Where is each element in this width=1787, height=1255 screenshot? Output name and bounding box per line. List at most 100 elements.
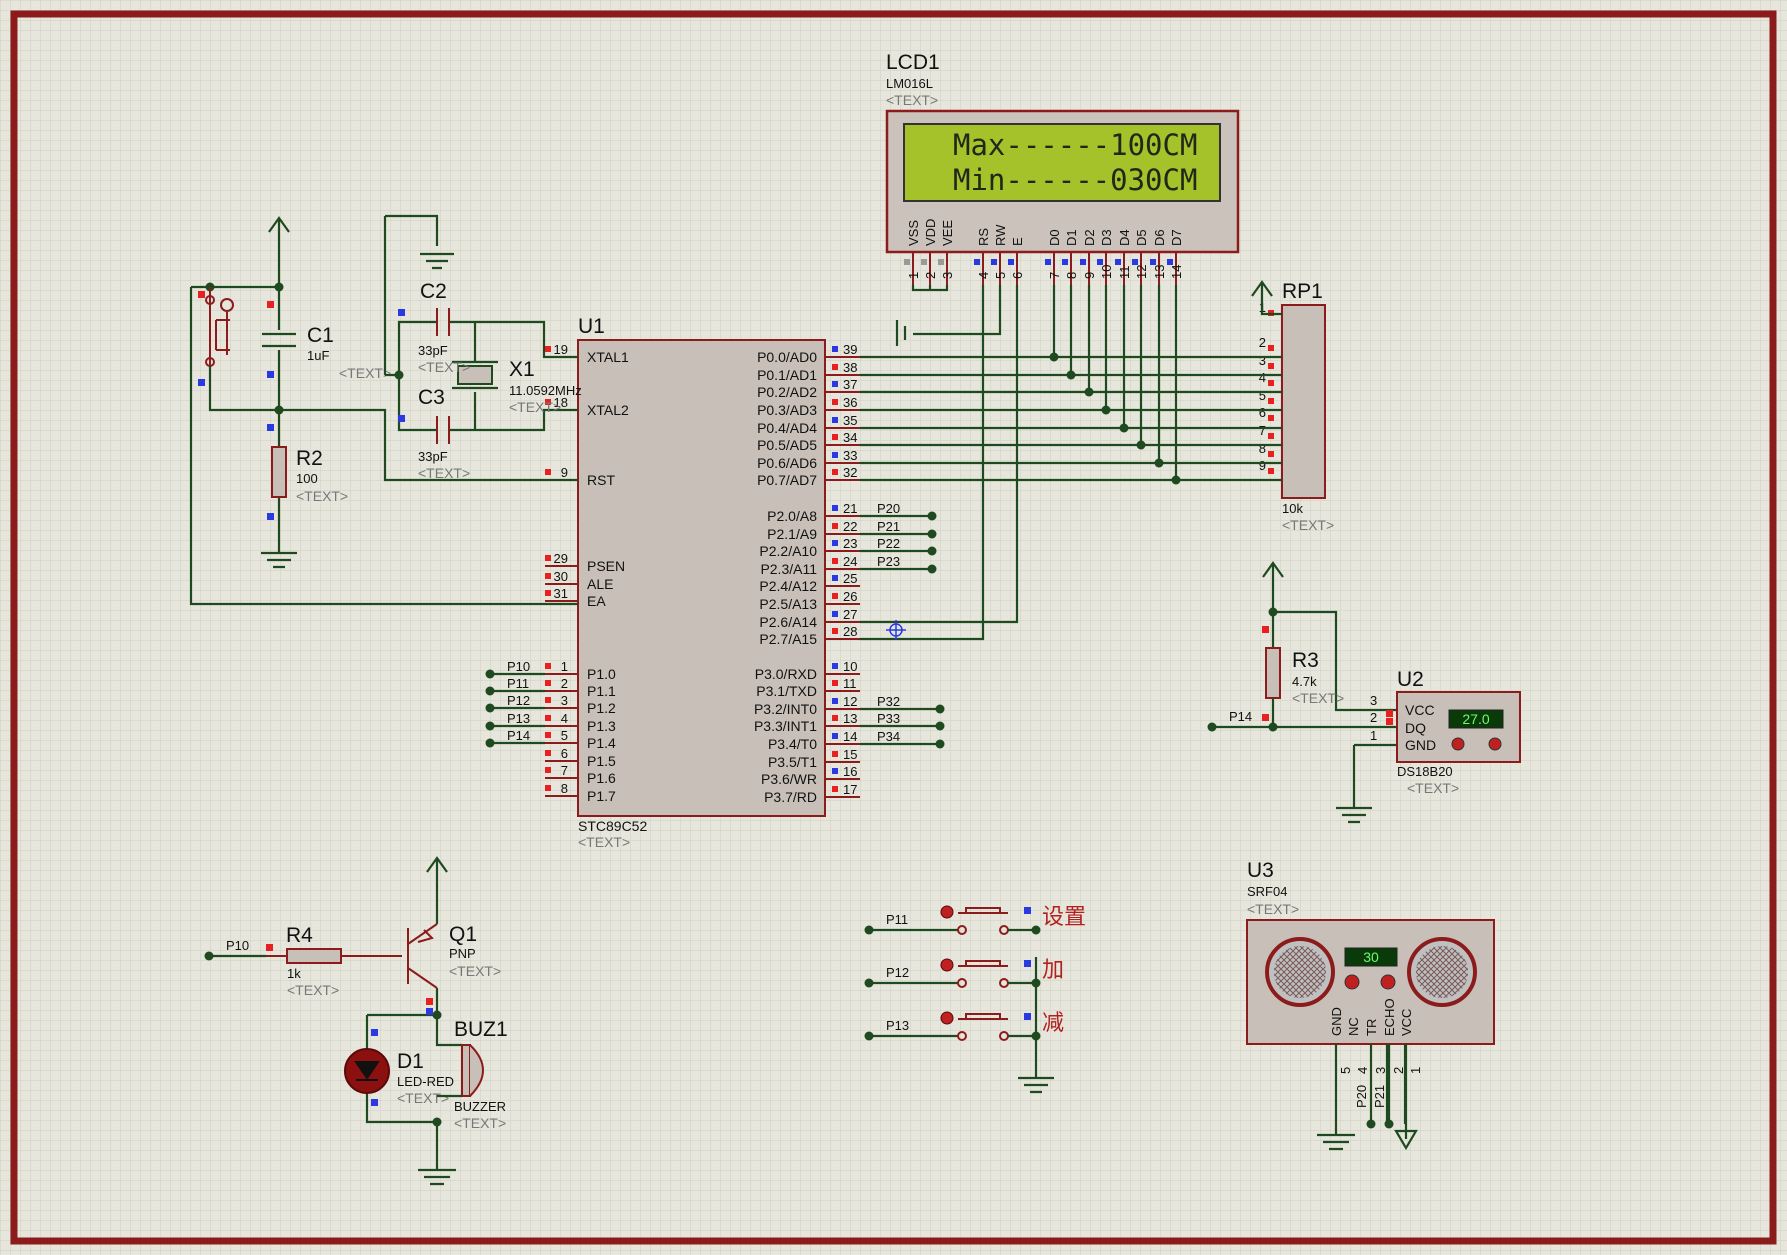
ground-buttons xyxy=(1018,957,1054,1094)
mcu-right-pin-number: 22 xyxy=(843,519,857,534)
x1-ref: X1 xyxy=(509,358,535,381)
u2-up-button[interactable] xyxy=(1488,737,1502,751)
mcu-net-label: P23 xyxy=(877,554,900,569)
net-dot xyxy=(1031,925,1041,935)
net-dot xyxy=(935,721,945,731)
u2-model: DS18B20 xyxy=(1397,764,1453,779)
rp1-value: 10k xyxy=(1282,501,1303,516)
q1-text-tag: <TEXT> xyxy=(449,963,501,979)
net-dot xyxy=(485,721,495,731)
u3-down-button[interactable] xyxy=(1344,974,1360,990)
mcu-left-pin-number: 18 xyxy=(554,395,568,410)
crystal-x1 xyxy=(457,365,493,385)
lcd-lm016l[interactable]: LCD1 LM016L <TEXT> Max------100CM Min---… xyxy=(885,51,1240,285)
lcd-pin-number: 9 xyxy=(1082,272,1097,279)
mcu-pin-marker xyxy=(832,575,838,581)
rp1-pin-number: 4 xyxy=(1259,370,1266,385)
resistor-r2 xyxy=(271,446,287,498)
mcu-pin-marker xyxy=(545,573,551,579)
lcd-pin-label: VSS xyxy=(906,220,921,246)
mcu-left-pin-name: P1.3 xyxy=(587,718,616,734)
lcd-text-tag: <TEXT> xyxy=(886,92,938,108)
r4-value: 1k xyxy=(287,966,301,981)
button-actuator[interactable] xyxy=(958,1013,1008,1020)
lcd-pin-number: 7 xyxy=(1047,272,1062,279)
c1-ref: C1 xyxy=(307,324,334,347)
rp1-power-arrow xyxy=(1251,280,1273,305)
buzzer-wires xyxy=(365,1013,462,1186)
lcd-pin-label: VEE xyxy=(940,220,955,246)
mcu-right-pin-number: 16 xyxy=(843,764,857,779)
mcu-pin-marker xyxy=(545,590,551,596)
vcc-arrow-reset xyxy=(268,216,290,287)
u3-model: SRF04 xyxy=(1247,884,1287,899)
d1-ref: D1 xyxy=(397,1050,424,1073)
button-indicator xyxy=(940,958,954,972)
button-label: 设置 xyxy=(1042,905,1086,930)
mcu-pin-marker xyxy=(832,381,838,387)
u3-pin-number: 3 xyxy=(1373,1067,1388,1074)
mcu-net-label: P22 xyxy=(877,536,900,551)
rp1-body xyxy=(1281,304,1326,499)
reset-circuit[interactable]: C1 1uF <TEXT> R2 100 <TEXT> xyxy=(189,216,578,606)
rp1-pin-number: 2 xyxy=(1259,335,1266,350)
rp1-pin-number: 5 xyxy=(1259,388,1266,403)
mcu-right-pin-name: P3.2/INT0 xyxy=(754,701,817,717)
button-actuator[interactable] xyxy=(958,960,1008,967)
mcu-pin-marker xyxy=(832,417,838,423)
u3-pin-label: GND xyxy=(1329,1007,1344,1036)
button-actuator[interactable] xyxy=(958,907,1008,914)
crystal-circuit[interactable]: C2 33pF <TEXT> C3 33pF <TEXT> X1 11.0592… xyxy=(383,214,582,481)
mcu-pin-marker xyxy=(832,523,838,529)
mcu-pin-marker xyxy=(832,399,838,405)
mcu-left-pin-name: RST xyxy=(587,472,615,488)
buzzer-driver-circuit[interactable]: P10 R4 1k <TEXT> Q1 PNP <TEXT> D1 LED-RE… xyxy=(204,856,508,1186)
mcu-pin-marker xyxy=(545,399,551,405)
mcu-left-pin-name: XTAL1 xyxy=(587,349,629,365)
u3-display xyxy=(1344,947,1398,967)
capacitor-c3 xyxy=(436,416,450,444)
buzzer-buz1 xyxy=(461,1044,471,1097)
u2-net-label: P14 xyxy=(1229,709,1252,724)
lcd-pin-marker xyxy=(1150,259,1156,265)
lcd-pin-number: 1 xyxy=(906,272,921,279)
mcu-left-pin-number: 6 xyxy=(561,746,568,761)
u3-pin-number: 2 xyxy=(1391,1067,1406,1074)
temperature-sensor-ds18b20[interactable]: R3 4.7k <TEXT> P14 U2 VCC DQ GND 3 2 1 2… xyxy=(1207,561,1521,824)
mcu-right-pin-name: P0.6/AD6 xyxy=(757,455,817,471)
mcu-pin-marker xyxy=(832,786,838,792)
lcd-pin-marker xyxy=(1008,259,1014,265)
bus-dot xyxy=(1171,475,1181,485)
rp1-pin-marker xyxy=(1268,345,1274,351)
lcd-pin-number: 13 xyxy=(1152,265,1167,279)
u3-pin-label: NC xyxy=(1346,1017,1361,1036)
u2-down-button[interactable] xyxy=(1451,737,1465,751)
rp1-pin-number: 3 xyxy=(1259,353,1266,368)
bus-dot xyxy=(1119,423,1129,433)
lcd-pin-number: 12 xyxy=(1134,265,1149,279)
mcu-pin-marker xyxy=(832,540,838,546)
buz1-model: BUZZER xyxy=(454,1099,506,1114)
mcu-right-pin-name: P0.0/AD0 xyxy=(757,349,817,365)
mcu-right-pin-number: 25 xyxy=(843,571,857,586)
mcu-right-pin-name: P0.1/AD1 xyxy=(757,367,817,383)
rp1-pin-marker xyxy=(1268,451,1274,457)
x1-value: 11.0592MHz xyxy=(509,383,582,398)
mcu-ref: U1 xyxy=(578,315,605,338)
mcu-pin-marker xyxy=(832,558,838,564)
mcu-pin-marker xyxy=(832,469,838,475)
u3-up-button[interactable] xyxy=(1380,974,1396,990)
lcd-line-2: Min------030CM xyxy=(953,163,1197,197)
r2-ref: R2 xyxy=(296,447,323,470)
transistor-q1 xyxy=(407,923,438,989)
mcu-left-pin-number: 19 xyxy=(554,342,568,357)
rp1-pin-marker xyxy=(1268,433,1274,439)
u2-pin-vcc: VCC xyxy=(1405,702,1435,718)
mcu-right-pin-name: P3.0/RXD xyxy=(755,666,817,682)
mcu-left-pin-number: 5 xyxy=(561,728,568,743)
